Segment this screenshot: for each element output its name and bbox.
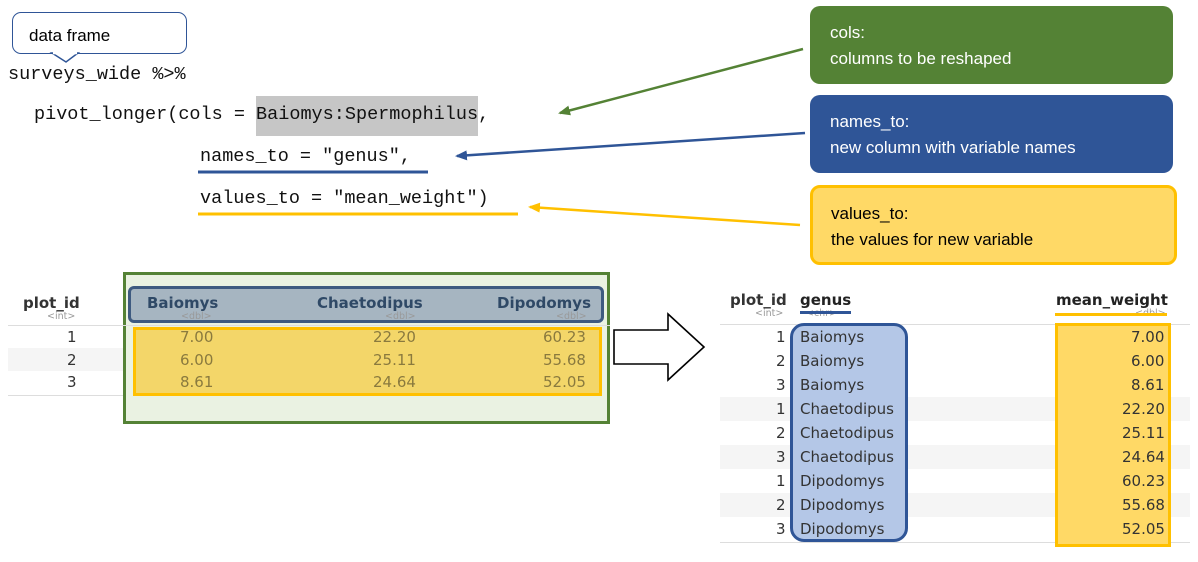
- long-cell-plot-id: 1: [776, 328, 786, 346]
- long-header-genus: genus: [800, 291, 852, 309]
- long-cell-genus: Baiomys: [800, 352, 865, 370]
- genus-header-underline: [800, 311, 851, 314]
- long-cell-mean-weight: 25.11: [1122, 424, 1165, 442]
- cols-arrow: [558, 47, 804, 116]
- cols-callout-title: cols:: [830, 23, 865, 42]
- long-header-plot-id: plot_id: [730, 291, 787, 309]
- long-cell-mean-weight: 7.00: [1131, 328, 1165, 346]
- wide-cell-dipodomys: 60.23: [543, 328, 586, 346]
- long-cell-mean-weight: 24.64: [1122, 448, 1165, 466]
- data-frame-bubble: data frame: [12, 12, 187, 54]
- long-cell-mean-weight: 60.23: [1122, 472, 1165, 490]
- cols-highlight: Baiomys:Spermophilus: [256, 96, 479, 136]
- code-line-values-to: values_to = "mean_weight"): [200, 188, 489, 209]
- long-cell-plot-id: 2: [776, 496, 786, 514]
- bubble-tail: [49, 51, 81, 63]
- wide-cell-chaetodipus: 25.11: [373, 351, 416, 369]
- long-type-plot-id: <int>: [755, 308, 784, 319]
- long-cell-genus: Baiomys: [800, 328, 865, 346]
- wide-values-box: [133, 327, 602, 396]
- wide-header-plot-id: plot_id: [23, 294, 80, 312]
- code-line-pivot: pivot_longer(cols = Baiomys:Spermophilus…: [34, 96, 489, 136]
- wide-cell-chaetodipus: 24.64: [373, 373, 416, 391]
- long-cell-mean-weight: 8.61: [1131, 376, 1165, 394]
- long-cell-plot-id: 1: [776, 400, 786, 418]
- genus-column-box: [790, 323, 908, 542]
- wide-cell-dipodomys: 55.68: [543, 351, 586, 369]
- wide-cell-dipodomys: 52.05: [543, 373, 586, 391]
- long-cell-genus: Dipodomys: [800, 520, 885, 538]
- long-cell-plot-id: 3: [776, 376, 786, 394]
- wide-cell-plot-id: 2: [67, 351, 77, 369]
- long-cell-plot-id: 3: [776, 520, 786, 538]
- long-cell-genus: Dipodomys: [800, 472, 885, 490]
- code-line-pipe: surveys_wide %>%: [8, 64, 186, 85]
- code-pivot-pre: pivot_longer(cols =: [34, 104, 257, 125]
- wide-header-chaetodipus: Chaetodipus: [317, 294, 423, 312]
- names-to-callout-title: names_to:: [830, 112, 910, 131]
- wide-cell-baiomys: 6.00: [180, 351, 214, 369]
- long-header-mean-weight: mean_weight: [1056, 291, 1168, 309]
- names-to-arrow: [455, 131, 806, 161]
- long-cell-genus: Dipodomys: [800, 496, 885, 514]
- long-cell-genus: Chaetodipus: [800, 400, 894, 418]
- values-to-callout-title: values_to:: [831, 204, 909, 223]
- mean-weight-header-underline: [1055, 313, 1167, 316]
- wide-type-baiomys: <dbl>: [181, 311, 212, 322]
- code-pivot-post: ,: [478, 104, 490, 125]
- data-frame-label: data frame: [29, 26, 111, 45]
- cols-callout-desc: columns to be reshaped: [830, 49, 1012, 68]
- wide-type-chaetodipus: <dbl>: [385, 311, 416, 322]
- long-cell-genus: Chaetodipus: [800, 448, 894, 466]
- long-cell-plot-id: 3: [776, 448, 786, 466]
- long-cell-mean-weight: 6.00: [1131, 352, 1165, 370]
- long-cell-plot-id: 1: [776, 472, 786, 490]
- cols-callout: cols: columns to be reshaped: [810, 6, 1173, 84]
- values-to-callout-desc: the values for new variable: [831, 230, 1034, 249]
- long-cell-mean-weight: 22.20: [1122, 400, 1165, 418]
- wide-type-plot-id: <int>: [47, 311, 76, 322]
- wide-genus-headers-box: [128, 286, 604, 323]
- wide-cell-chaetodipus: 22.20: [373, 328, 416, 346]
- wide-header-dipodomys: Dipodomys: [497, 294, 592, 312]
- long-cell-genus: Chaetodipus: [800, 424, 894, 442]
- names-to-callout: names_to: new column with variable names: [810, 95, 1173, 173]
- code-line-names-to: names_to = "genus",: [200, 146, 411, 167]
- long-cell-genus: Baiomys: [800, 376, 865, 394]
- wide-type-dipodomys: <dbl>: [556, 311, 587, 322]
- wide-header-baiomys: Baiomys: [147, 294, 219, 312]
- long-cell-plot-id: 2: [776, 352, 786, 370]
- values-to-callout: values_to: the values for new variable: [810, 185, 1177, 265]
- names-to-callout-desc: new column with variable names: [830, 138, 1076, 157]
- long-cell-mean-weight: 55.68: [1122, 496, 1165, 514]
- wide-cell-plot-id: 1: [67, 328, 77, 346]
- long-cell-plot-id: 2: [776, 424, 786, 442]
- mean-weight-column-box: [1055, 323, 1171, 547]
- long-cell-mean-weight: 52.05: [1122, 520, 1165, 538]
- wide-cell-baiomys: 7.00: [180, 328, 214, 346]
- right-arrow-icon: [613, 312, 706, 382]
- values-to-arrow: [528, 202, 801, 227]
- wide-cell-plot-id: 3: [67, 373, 77, 391]
- wide-cell-baiomys: 8.61: [180, 373, 214, 391]
